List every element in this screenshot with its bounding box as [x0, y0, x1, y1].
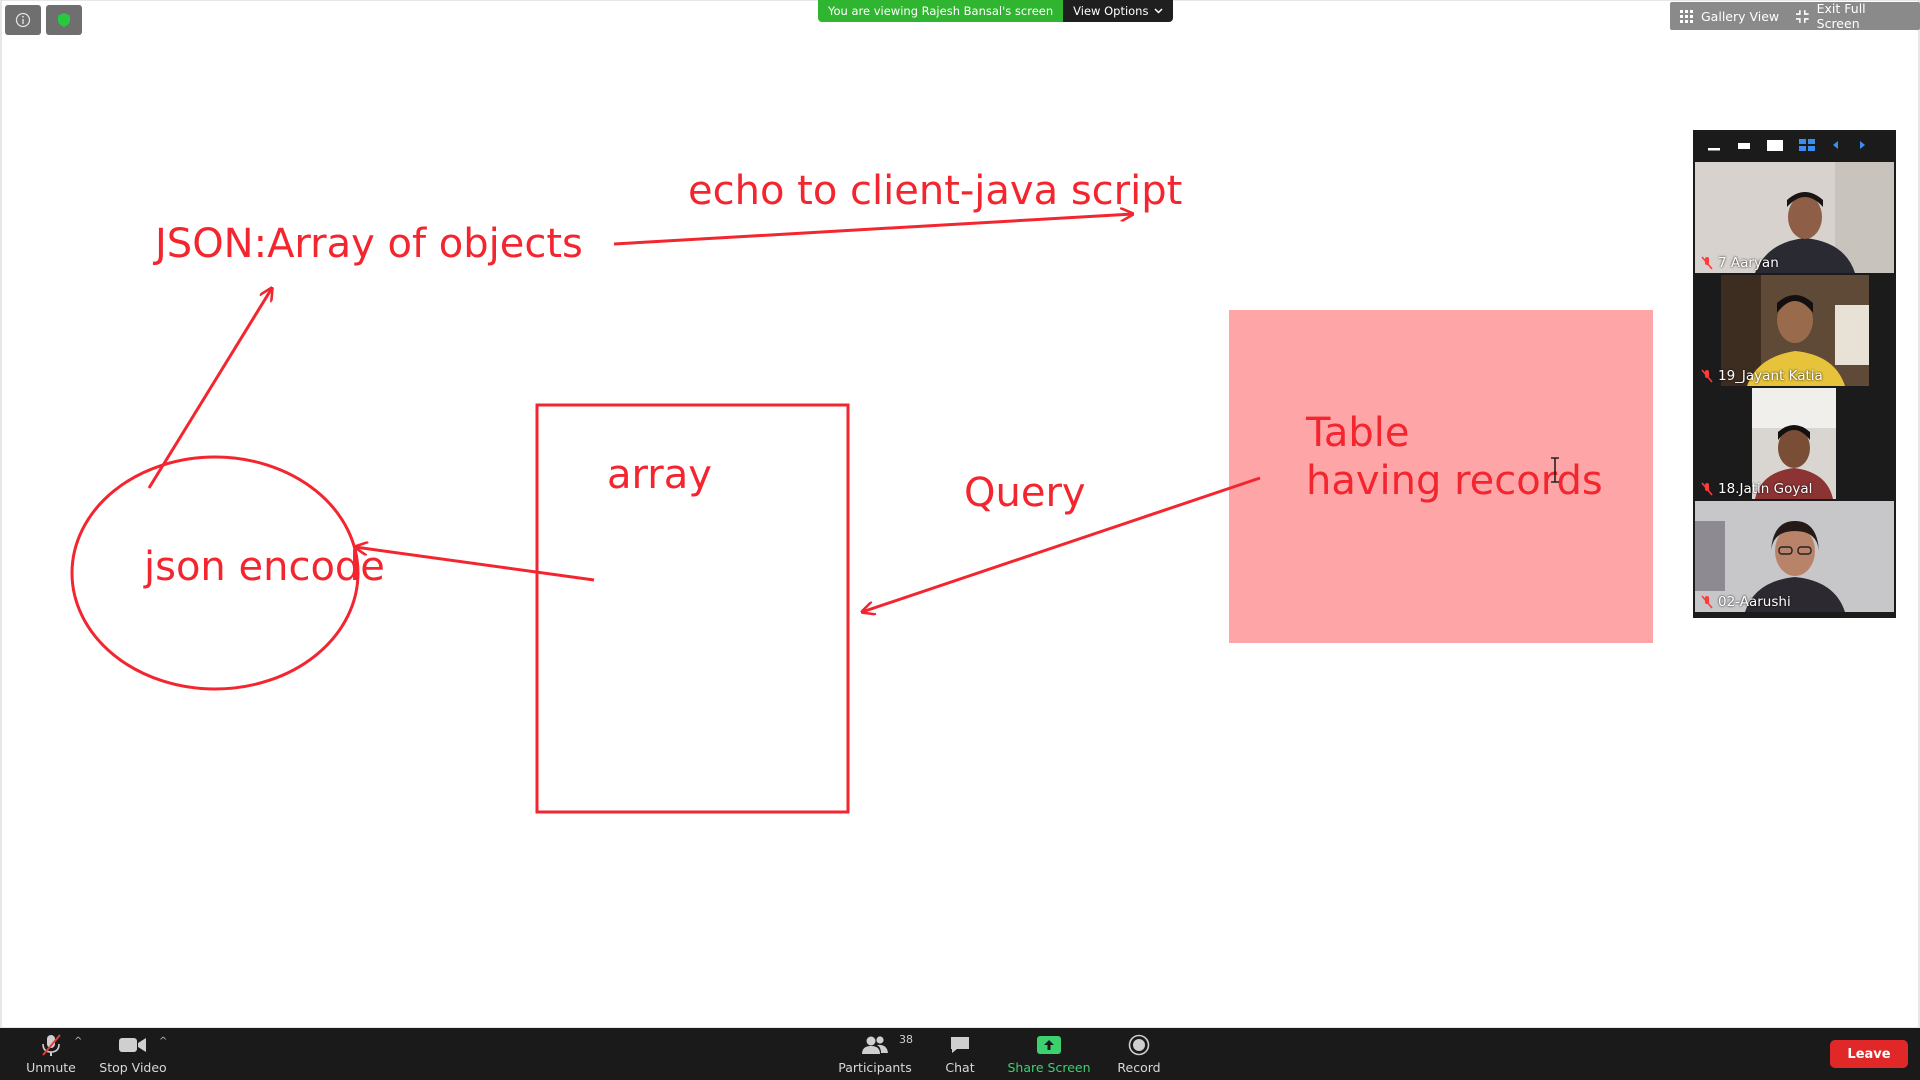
unmute-button[interactable]: Unmute: [24, 1028, 78, 1080]
grid-icon: [1680, 9, 1693, 23]
participant-tile[interactable]: 19_Jayant Katia: [1695, 275, 1894, 386]
participant-video: [1695, 162, 1894, 273]
query-label: Query: [964, 470, 1086, 516]
arrow-encode-to-json: [147, 288, 272, 489]
shield-icon: [58, 13, 70, 27]
participant-thumbnails-panel: 7 Aaryan 19_Jayant Katia: [1693, 130, 1896, 618]
json-encode-label: json encode: [143, 544, 385, 590]
participant-name-tag: 02-Aarushi: [1701, 594, 1791, 610]
participants-button[interactable]: Participants: [838, 1028, 912, 1080]
echo-label: echo to client-java script: [688, 168, 1182, 214]
exit-fullscreen-button[interactable]: Exit Full Screen: [1786, 1, 1920, 31]
muted-mic-icon: [1701, 256, 1713, 270]
stop-video-button[interactable]: Stop Video: [98, 1028, 168, 1080]
table-label-line1: Table: [1305, 410, 1409, 456]
array-box: [535, 403, 850, 814]
gallery-view-label: Gallery View: [1701, 8, 1780, 24]
share-screen-label: Share Screen: [1007, 1060, 1091, 1075]
participants-count: 38: [899, 1033, 913, 1046]
exit-fullscreen-label: Exit Full Screen: [1816, 1, 1866, 31]
audio-options-caret[interactable]: ^: [74, 1036, 83, 1047]
muted-mic-icon: [1701, 482, 1713, 496]
participant-video: [1695, 388, 1894, 499]
leave-meeting-button[interactable]: Leave: [1830, 1040, 1908, 1068]
record-icon: [1128, 1034, 1150, 1056]
chat-bubble-icon: [951, 1037, 969, 1053]
json-encode-ellipse: [70, 455, 360, 691]
share-screen-button[interactable]: Share Screen: [1004, 1028, 1094, 1080]
previous-page-icon[interactable]: [1831, 139, 1841, 151]
gallery-thumbs-icon[interactable]: [1799, 138, 1815, 152]
arrow-json-to-client: [613, 214, 1133, 246]
participant-name-tag: 18.Jatin Goyal: [1701, 481, 1812, 497]
participant-tile[interactable]: 18.Jatin Goyal: [1695, 388, 1894, 499]
muted-mic-icon: [1701, 369, 1713, 383]
unmute-label: Unmute: [26, 1060, 76, 1075]
view-options-button[interactable]: View Options: [1063, 0, 1174, 22]
table-label-line2: having records: [1306, 458, 1603, 504]
exit-fullscreen-icon: [1796, 9, 1809, 23]
single-video-icon[interactable]: [1767, 138, 1783, 152]
participant-name-tag: 7 Aaryan: [1701, 255, 1779, 271]
meeting-toolbar: Unmute ^ Stop Video ^ Partic: [0, 1028, 1920, 1080]
leave-label: Leave: [1847, 1046, 1891, 1062]
security-status-button[interactable]: [46, 5, 82, 35]
table-box: [1229, 310, 1653, 643]
arrow-array-to-encode: [355, 547, 595, 582]
participants-icon: [862, 1036, 888, 1054]
next-page-icon[interactable]: [1857, 139, 1867, 151]
screen-share-banner: You are viewing Rajesh Bansal's screen V…: [818, 0, 1174, 22]
participant-video: [1695, 275, 1894, 386]
participant-name-tag: 19_Jayant Katia: [1701, 368, 1823, 384]
stop-video-label: Stop Video: [99, 1060, 167, 1075]
muted-mic-icon: [1701, 595, 1713, 609]
share-screen-icon: [1037, 1036, 1061, 1054]
array-label: array: [607, 452, 712, 498]
record-label: Record: [1117, 1060, 1161, 1075]
text-cursor-icon: [1551, 457, 1559, 483]
video-options-caret[interactable]: ^: [159, 1036, 168, 1047]
minimize-icon[interactable]: [1707, 138, 1721, 152]
info-icon: [15, 12, 31, 28]
record-button[interactable]: Record: [1114, 1028, 1164, 1080]
view-options-label: View Options: [1073, 4, 1149, 18]
chat-label: Chat: [945, 1060, 975, 1075]
shared-screen-whiteboard: Table having records array json encode J…: [0, 0, 1920, 1028]
participant-video: [1695, 501, 1894, 612]
json-array-label: JSON:Array of objects: [152, 221, 583, 267]
participant-tile[interactable]: 7 Aaryan: [1695, 162, 1894, 273]
video-camera-icon: [119, 1038, 146, 1052]
arrow-table-to-array: [862, 476, 1261, 612]
chevron-down-icon: [1154, 8, 1163, 14]
muted-mic-icon: [42, 1034, 61, 1056]
participants-label: Participants: [838, 1060, 912, 1075]
active-speaker-strip-icon[interactable]: [1737, 138, 1751, 152]
meeting-info-button[interactable]: [5, 5, 41, 35]
viewing-screen-text: You are viewing Rajesh Bansal's screen: [818, 0, 1064, 22]
participant-tile[interactable]: 02-Aarushi: [1695, 501, 1894, 612]
chat-button[interactable]: Chat: [938, 1028, 982, 1080]
gallery-view-button[interactable]: Gallery View: [1670, 2, 1790, 30]
thumbnail-view-controls: [1693, 130, 1896, 160]
